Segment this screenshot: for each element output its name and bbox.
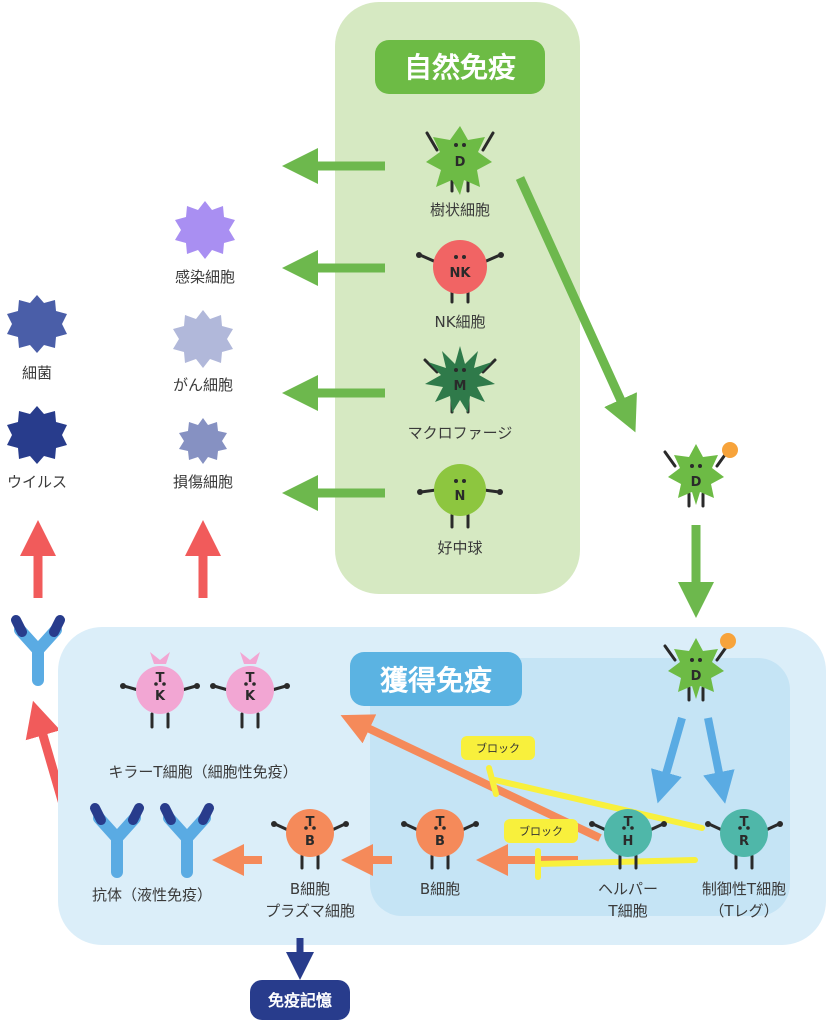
svg-text:T: T [246,671,255,686]
svg-text:B: B [305,834,315,849]
antibody-top-icon [11,615,65,686]
killer-t-cell-label: キラーT細胞（細胞性免疫） [108,763,297,781]
treg-cell-body [720,809,768,857]
neutrophil-body [434,464,486,516]
svg-text:B: B [435,834,445,849]
acquired-title-badge [350,652,522,706]
svg-text:T: T [436,815,445,830]
treg-cell-label-2: （Tレグ） [709,902,778,920]
neutrophil-label: 好中球 [437,539,482,557]
infected-cell-icon [175,201,235,259]
svg-text:D: D [691,475,702,490]
helper-t-cell: T H [589,809,667,870]
arrow-helper-to-killer [340,714,602,842]
antibody-icon [160,803,214,878]
antigen-icon [720,633,736,649]
bacteria-label: 細菌 [22,364,52,382]
killer-t-cell-1: T K [120,652,200,729]
innate-panel [335,2,580,594]
virus-label: ウイルス [7,473,67,491]
plasma-cell-label-1: B細胞 [290,880,330,898]
treg-cell-label-1: 制御性T細胞 [702,880,786,898]
damaged-cell-icon [179,418,227,464]
b-cell: T B [401,809,479,870]
dendritic-cell-antigen-upper: D [663,442,738,508]
neutrophil: N [417,464,503,529]
killer-t-cell-2: T K [210,652,290,729]
block-label-bottom: ブロック [519,824,563,838]
cancer-cell-label: がん細胞 [173,376,233,394]
helper-t-cell-body [604,809,652,857]
svg-text:M: M [454,379,467,394]
helper-t-cell-label-1: ヘルパー [598,880,658,898]
bacteria-icon [7,295,67,353]
b-cell-label: B細胞 [420,880,460,898]
block-line-killer [492,777,705,831]
svg-text:D: D [691,669,702,684]
plasma-cell-label-2: プラズマ細胞 [265,902,355,920]
antibody-label: 抗体（液性免疫） [92,886,212,904]
dendritic-cell-body [426,126,492,195]
helper-t-cell-label-2: T細胞 [607,902,647,920]
plasma-cell-body [286,809,334,857]
innate-title-badge [375,40,545,94]
arrow-to-treg [703,717,735,804]
block-line-bcell [535,857,698,867]
block-label-top: ブロック [476,741,520,755]
immune-memory-label: 免疫記憶 [268,991,332,1010]
arrow-dendritic-out [515,176,637,433]
svg-text:NK: NK [450,266,472,281]
svg-text:H: H [623,834,634,849]
svg-text:R: R [739,834,749,849]
innate-to-targets-arrows [282,148,714,618]
killer-t-cell-body [226,666,274,714]
block-lines [486,765,705,880]
treg-cell: T R [705,809,783,870]
acquired-inner-panel [370,658,790,916]
block-badge-bottom [504,819,578,843]
svg-text:T: T [306,815,315,830]
damaged-cell-label: 損傷細胞 [173,473,233,491]
antigen-icon [722,442,738,458]
blue-arrows [651,716,735,804]
svg-text:T: T [624,815,633,830]
cancer-cell-icon [173,310,233,368]
virus-icon [7,406,67,464]
svg-text:T: T [156,671,165,686]
dendritic-cell-label: 樹状細胞 [430,201,490,219]
dendritic-cell: D [425,126,495,195]
svg-text:N: N [455,489,466,504]
plasma-cell: T B [271,809,349,870]
innate-title: 自然免疫 [404,51,516,84]
b-cell-body [416,809,464,857]
arrow-to-helper [651,716,686,804]
killer-t-cell-body [136,666,184,714]
block-badge-top [461,736,535,760]
immune-memory-badge [250,980,350,1020]
nk-cell-body [433,240,487,294]
infected-cell-label: 感染細胞 [175,268,235,286]
nk-cell-label: NK細胞 [434,313,485,331]
svg-text:K: K [245,689,256,704]
nk-cell: NK [416,240,504,304]
macrophage-label: マクロファージ [408,424,513,442]
antibody-icon [90,803,144,878]
macrophage: M [423,346,497,414]
acquired-title: 獲得免疫 [380,664,492,697]
block-line-killer-cap [486,765,499,797]
svg-text:D: D [455,155,466,170]
svg-text:K: K [155,689,166,704]
macrophage-body [425,346,495,413]
svg-text:T: T [740,815,749,830]
dendritic-cell-antigen: D [663,633,736,702]
